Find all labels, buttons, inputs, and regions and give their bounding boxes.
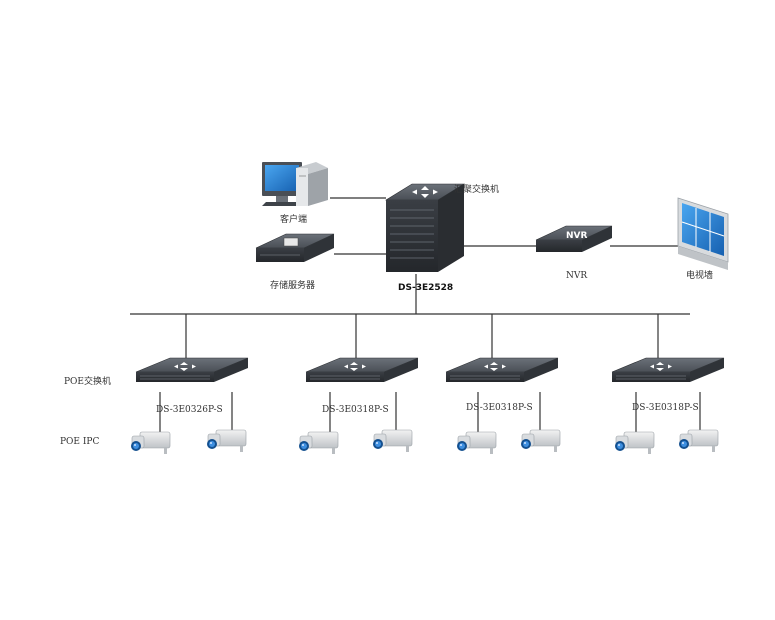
connection-lines bbox=[130, 197, 701, 432]
client-label: 客户端 bbox=[280, 213, 307, 225]
access-switch-4: DS-3E0318P-S bbox=[611, 357, 725, 413]
client-pc-icon bbox=[262, 162, 328, 206]
camera-icon bbox=[130, 431, 171, 455]
access-switch-3: DS-3E0318P-S bbox=[445, 357, 559, 413]
nvr-icon: NVR bbox=[535, 225, 613, 252]
poe-ipc-row-label: POE IPC bbox=[60, 437, 99, 447]
camera-icon bbox=[614, 431, 655, 455]
core-switch-model: DS-3E2528 bbox=[398, 283, 453, 293]
camera-icon bbox=[206, 429, 247, 453]
access-switch-2: DS-3E0318P-S bbox=[305, 357, 419, 415]
access-switch-model: DS-3E0318P-S bbox=[632, 403, 699, 413]
nvr-label: NVR bbox=[566, 271, 587, 281]
camera-icon bbox=[298, 431, 339, 455]
access-switch-model: DS-3E0326P-S bbox=[156, 405, 223, 415]
access-switch-1: DS-3E0326P-S bbox=[135, 357, 249, 415]
storage-server-icon bbox=[255, 233, 335, 262]
storage-server-label: 存储服务器 bbox=[270, 279, 315, 291]
ipc-cameras bbox=[130, 429, 719, 455]
access-switch-model: DS-3E0318P-S bbox=[466, 403, 533, 413]
core-switch-icon bbox=[384, 183, 466, 272]
camera-icon bbox=[520, 429, 561, 453]
nvr-badge: NVR bbox=[566, 231, 587, 241]
poe-switch-row-label: POE交换机 bbox=[64, 375, 111, 387]
video-wall-icon bbox=[677, 197, 729, 270]
core-switch-label: 汇聚交换机 bbox=[454, 183, 499, 195]
camera-icon bbox=[678, 429, 719, 453]
camera-icon bbox=[372, 429, 413, 453]
video-wall-label: 电视墙 bbox=[686, 269, 713, 281]
access-switch-model: DS-3E0318P-S bbox=[322, 405, 389, 415]
camera-icon bbox=[456, 431, 497, 455]
